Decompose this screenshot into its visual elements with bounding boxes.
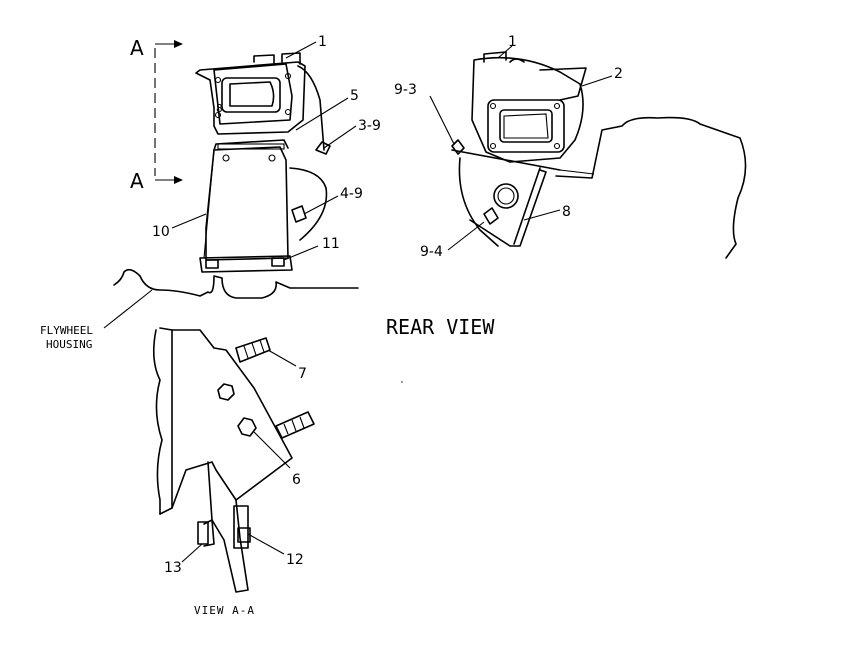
support-bracket <box>205 146 289 261</box>
rear-bracket <box>469 169 547 247</box>
lower-arm <box>207 461 249 593</box>
stud-upper <box>235 337 271 363</box>
callout-10: 10 <box>152 224 170 240</box>
view-aa-detail <box>152 327 315 593</box>
flywheel-label-line1: FLYWHEEL <box>40 324 93 337</box>
callout-8-rear: 8 <box>562 204 571 220</box>
compressor-scroll <box>289 167 328 241</box>
rear-compressor-scroll <box>458 157 499 247</box>
hex-nut-upper <box>217 383 235 401</box>
callout-1-right: 1 <box>508 34 517 50</box>
callout-9-4: 9-4 <box>420 244 443 260</box>
callout-11: 11 <box>322 236 340 252</box>
callout-9-3: 9-3 <box>394 82 417 98</box>
rear-view-label: REAR VIEW <box>386 315 495 339</box>
gasket-mark-8: 8 <box>216 102 223 115</box>
turbo-assembly-side-view: 8 <box>171 41 357 273</box>
section-letter-top: A <box>130 36 144 60</box>
callout-4-9: 4-9 <box>340 186 363 202</box>
hex-nut-lower <box>237 417 257 437</box>
stud-lower <box>275 411 315 439</box>
section-marker-top: A <box>130 36 183 60</box>
plate-12 <box>233 505 249 549</box>
flywheel-housing-outline <box>113 268 359 299</box>
callout-1-left: 1 <box>318 34 327 50</box>
section-marker-bottom: A <box>130 169 183 193</box>
flywheel-label-line2: HOUSING <box>46 338 92 351</box>
engine-block-outline <box>555 116 747 259</box>
view-aa-bracket <box>171 329 293 509</box>
section-letter-bottom: A <box>130 169 144 193</box>
rear-turbo-housing <box>471 56 584 163</box>
stray-dot <box>401 381 403 383</box>
callout-6: 6 <box>292 472 301 488</box>
callout-2: 2 <box>614 66 623 82</box>
callout-12: 12 <box>286 552 304 568</box>
housing-wall <box>152 329 163 515</box>
callout-5: 5 <box>350 88 359 104</box>
turbo-assembly-rear-view <box>429 45 613 251</box>
view-aa-label: VIEW A-A <box>194 604 255 617</box>
turbo-housing <box>195 61 306 135</box>
callout-7: 7 <box>298 366 307 382</box>
callout-13: 13 <box>164 560 182 576</box>
bolt-13 <box>197 521 209 545</box>
callout-3-9: 3-9 <box>358 118 381 134</box>
